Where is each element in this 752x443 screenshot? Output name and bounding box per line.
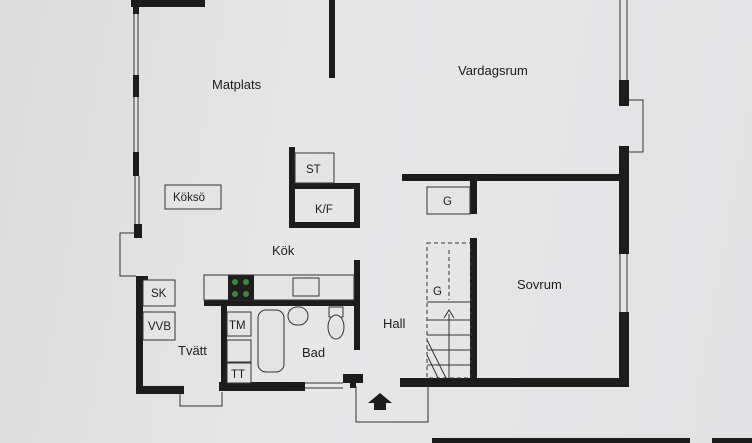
room-label-vardagsrum: Vardagsrum [458,63,528,78]
kokso-box [164,184,222,210]
stair-winder-2 [426,354,439,379]
stove-burner-1 [232,279,238,285]
stair-box [426,242,472,379]
wall-top [131,0,205,7]
wall-bottom-b [219,382,305,391]
stove-burner-4 [243,291,249,297]
sk-box [142,279,176,307]
fixture-label-tm: TM [229,320,246,332]
wall-left-b [133,152,139,176]
wall-bottom-d [350,374,356,388]
wall-bottom-right [400,378,629,387]
step-outline [179,392,223,407]
fixture-label-st: ST [306,164,321,176]
alcove-outline [119,232,136,277]
tm-box [226,311,252,337]
wall-left-a [133,75,139,97]
stair-arrow-head [443,309,455,319]
wall-divider-top [329,0,335,78]
room-label-sovrum: Sovrum [517,277,562,292]
wall-left-top-stub [136,276,148,282]
kitchen-counter [203,274,355,301]
wall-kf-top [289,183,360,189]
wall-right-a [619,80,629,106]
entrance [355,386,429,423]
wall-right-c [619,312,629,387]
up-arrow-icon [368,393,392,410]
vvb-box [142,311,176,341]
stove-burner-3 [232,291,238,297]
fixture-label-sk: SK [151,288,167,300]
tt-box [226,362,252,384]
bottom-edge-bar-2 [712,438,752,443]
wall-g-right [470,178,477,214]
fixture-label-g-lower: G [433,286,442,298]
wall-st-bottom [289,222,360,228]
wall-left-utility [136,276,143,394]
fixture-label-kokso: Köksö [173,192,205,204]
wall-left-top [133,0,139,14]
fixture-label-vvb: VVB [148,321,171,333]
fixture-label-kf: K/F [315,204,333,216]
bath-sink [287,306,309,326]
st-box [294,152,335,184]
bottom-edge-bar-1 [432,438,690,443]
bay-outline [629,99,644,153]
kitchen-sink [292,277,320,297]
wall-left-c [134,224,142,238]
room-label-tvatt: Tvätt [178,343,207,358]
wall-kitchen-bottom [204,300,358,306]
room-label-bad: Bad [302,345,325,360]
walls [131,0,629,394]
bathtub [257,309,285,373]
stove-burner-2 [243,279,249,285]
wall-sovrum-left [470,238,477,380]
room-label-hall: Hall [383,316,406,331]
wall-bottom-a [136,386,184,394]
fixtures [142,152,471,384]
wall-right-b [619,146,629,254]
stair-winder-1 [426,339,447,379]
wall-kf-right [354,183,360,228]
g-upper-box [426,186,471,215]
fixture-label-tt: TT [231,369,245,381]
fixture-label-g-upper: G [443,196,452,208]
entrance-outline [355,386,429,423]
stove [228,275,254,300]
washer-box [226,339,252,363]
room-label-matplats: Matplats [212,77,262,92]
toilet-bowl [327,314,345,340]
windows [119,0,644,407]
staircase [426,242,472,379]
room-label-kok: Kök [272,243,295,258]
wall-sovrum-top [402,174,622,181]
wall-tvatt-divider [221,300,227,388]
